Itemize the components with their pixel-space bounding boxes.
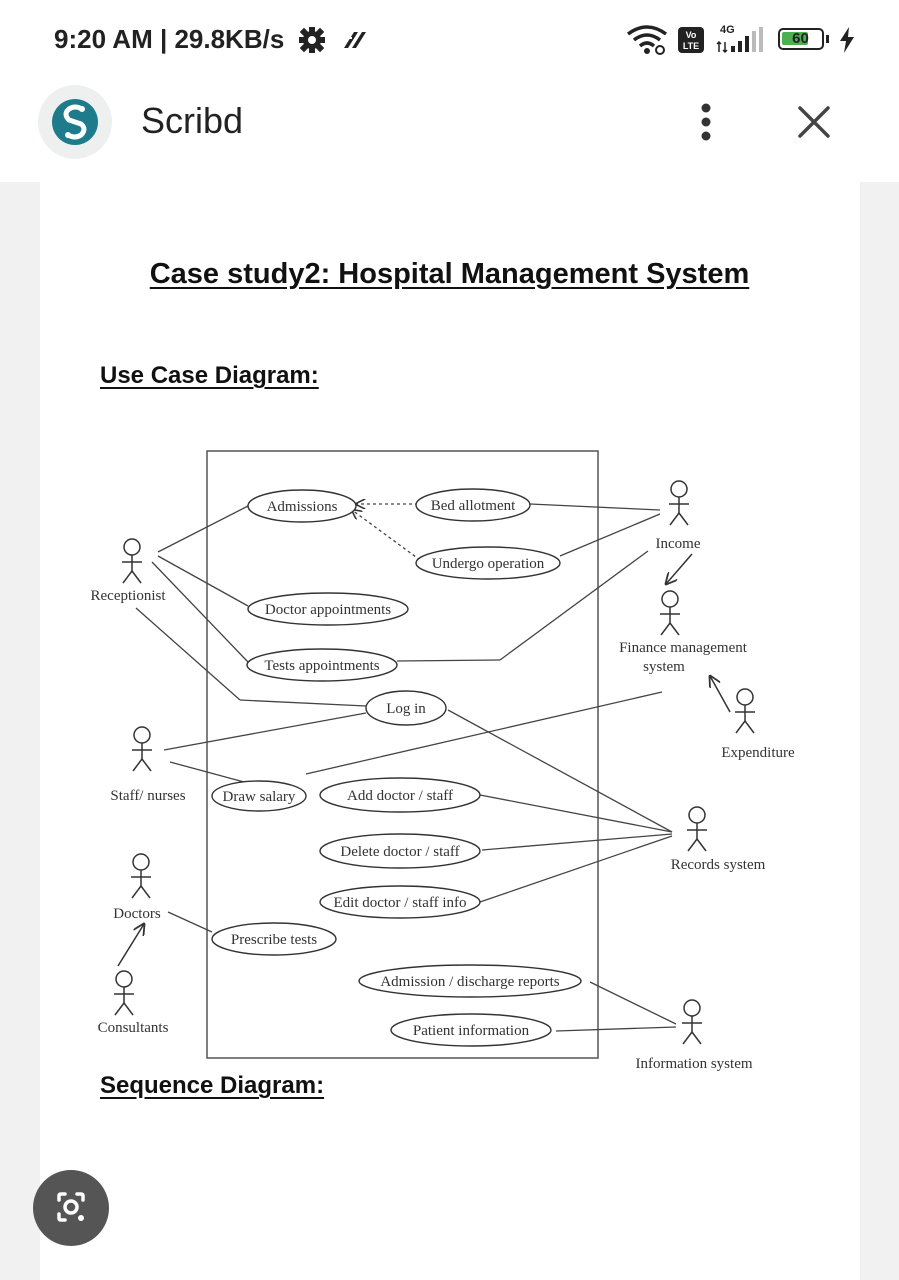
close-icon[interactable] bbox=[792, 100, 836, 144]
usecase-label-prescribe-tests: Prescribe tests bbox=[231, 932, 317, 948]
actor-consultants bbox=[114, 970, 134, 1016]
usecase-undergo-operation bbox=[415, 546, 561, 580]
actor-receptionist bbox=[122, 538, 142, 584]
lens-button[interactable] bbox=[33, 1170, 109, 1246]
actor-label-consultants: Consultants bbox=[98, 1020, 169, 1036]
usecase-patient-information bbox=[390, 1013, 552, 1047]
actor-doctors bbox=[131, 853, 151, 899]
charging-icon bbox=[840, 27, 854, 53]
status-time: 9:20 AM | 29.8KB/s bbox=[54, 24, 285, 54]
actor-label-finance-line1: Finance management bbox=[619, 640, 748, 656]
actor-label-records-system: Records system bbox=[671, 857, 766, 873]
actor-finance-management-system bbox=[660, 590, 680, 636]
usecase-label-log-in: Log in bbox=[386, 701, 426, 717]
actor-information-system bbox=[682, 999, 702, 1045]
svg-text:Vo: Vo bbox=[686, 30, 697, 40]
usecase-prescribe-tests bbox=[211, 922, 337, 956]
usecase-admission-discharge-reports bbox=[358, 964, 582, 998]
actor-label-receptionist: Receptionist bbox=[91, 588, 167, 604]
battery-level: 60 bbox=[792, 30, 809, 47]
usecase-delete-doctor-staff bbox=[319, 833, 481, 869]
usecase-label-admission-discharge-reports: Admission / discharge reports bbox=[380, 974, 559, 990]
actor-label-expenditure: Expenditure bbox=[721, 745, 795, 761]
status-bar: 9:20 AM | 29.8KB/s Vo LTE 4G bbox=[0, 0, 899, 80]
usecase-label-patient-information: Patient information bbox=[413, 1023, 530, 1039]
usecase-draw-salary bbox=[211, 780, 307, 812]
actor-staff-nurses bbox=[132, 726, 152, 772]
usecase-log-in bbox=[365, 690, 447, 726]
more-options-icon[interactable] bbox=[690, 100, 722, 144]
svg-text:LTE: LTE bbox=[683, 41, 699, 51]
app-title: Scribd bbox=[141, 100, 244, 141]
sync-app-icon bbox=[344, 32, 366, 48]
usecase-tests-appointments bbox=[246, 648, 398, 682]
usecase-add-doctor-staff bbox=[319, 777, 481, 813]
usecase-edit-doctor-staff-info bbox=[319, 885, 481, 919]
usecase-label-edit-doctor-staff-info: Edit doctor / staff info bbox=[333, 895, 466, 911]
sequence-heading: Sequence Diagram: bbox=[100, 1072, 325, 1099]
settings-icon bbox=[299, 27, 325, 53]
usecase-label-admissions: Admissions bbox=[267, 499, 338, 515]
google-lens-icon bbox=[57, 1192, 85, 1222]
app-bar bbox=[0, 80, 899, 182]
actor-income bbox=[669, 480, 689, 526]
usecase-label-delete-doctor-staff: Delete doctor / staff bbox=[340, 844, 459, 860]
network-type: 4G bbox=[720, 24, 735, 36]
use-case-diagram: Receptionist Staff/ nurses Doctors Consu… bbox=[91, 450, 795, 1072]
battery-icon: 60 bbox=[778, 28, 829, 50]
actor-label-income: Income bbox=[656, 536, 701, 552]
usecase-label-undergo-operation: Undergo operation bbox=[432, 556, 545, 572]
actor-label-finance-line2: system bbox=[643, 659, 685, 675]
actor-label-doctors: Doctors bbox=[113, 906, 161, 922]
wifi-icon bbox=[626, 25, 668, 55]
actor-label-information-system: Information system bbox=[635, 1056, 752, 1072]
signal-icon bbox=[716, 27, 763, 54]
use-case-heading: Use Case Diagram: bbox=[100, 362, 319, 389]
usecase-label-draw-salary: Draw salary bbox=[223, 789, 296, 805]
usecase-label-tests-appointments: Tests appointments bbox=[264, 658, 379, 674]
system-boundary bbox=[206, 450, 599, 1059]
usecase-bed-allotment bbox=[415, 488, 531, 522]
actor-records-system bbox=[687, 806, 707, 852]
usecase-label-bed-allotment: Bed allotment bbox=[431, 498, 516, 514]
document-title: Case study2: Hospital Management System bbox=[149, 258, 750, 290]
usecase-doctor-appointments bbox=[247, 592, 409, 626]
actor-expenditure bbox=[735, 688, 755, 734]
scribd-logo-icon bbox=[52, 99, 98, 145]
volte-icon: Vo LTE bbox=[678, 27, 704, 53]
actor-label-staff-nurses: Staff/ nurses bbox=[110, 788, 185, 804]
usecase-label-add-doctor-staff: Add doctor / staff bbox=[347, 788, 453, 804]
scribd-logo bbox=[38, 85, 112, 159]
usecase-admissions bbox=[247, 489, 357, 523]
usecase-label-doctor-appointments: Doctor appointments bbox=[265, 602, 391, 618]
document-page[interactable] bbox=[40, 182, 860, 1280]
